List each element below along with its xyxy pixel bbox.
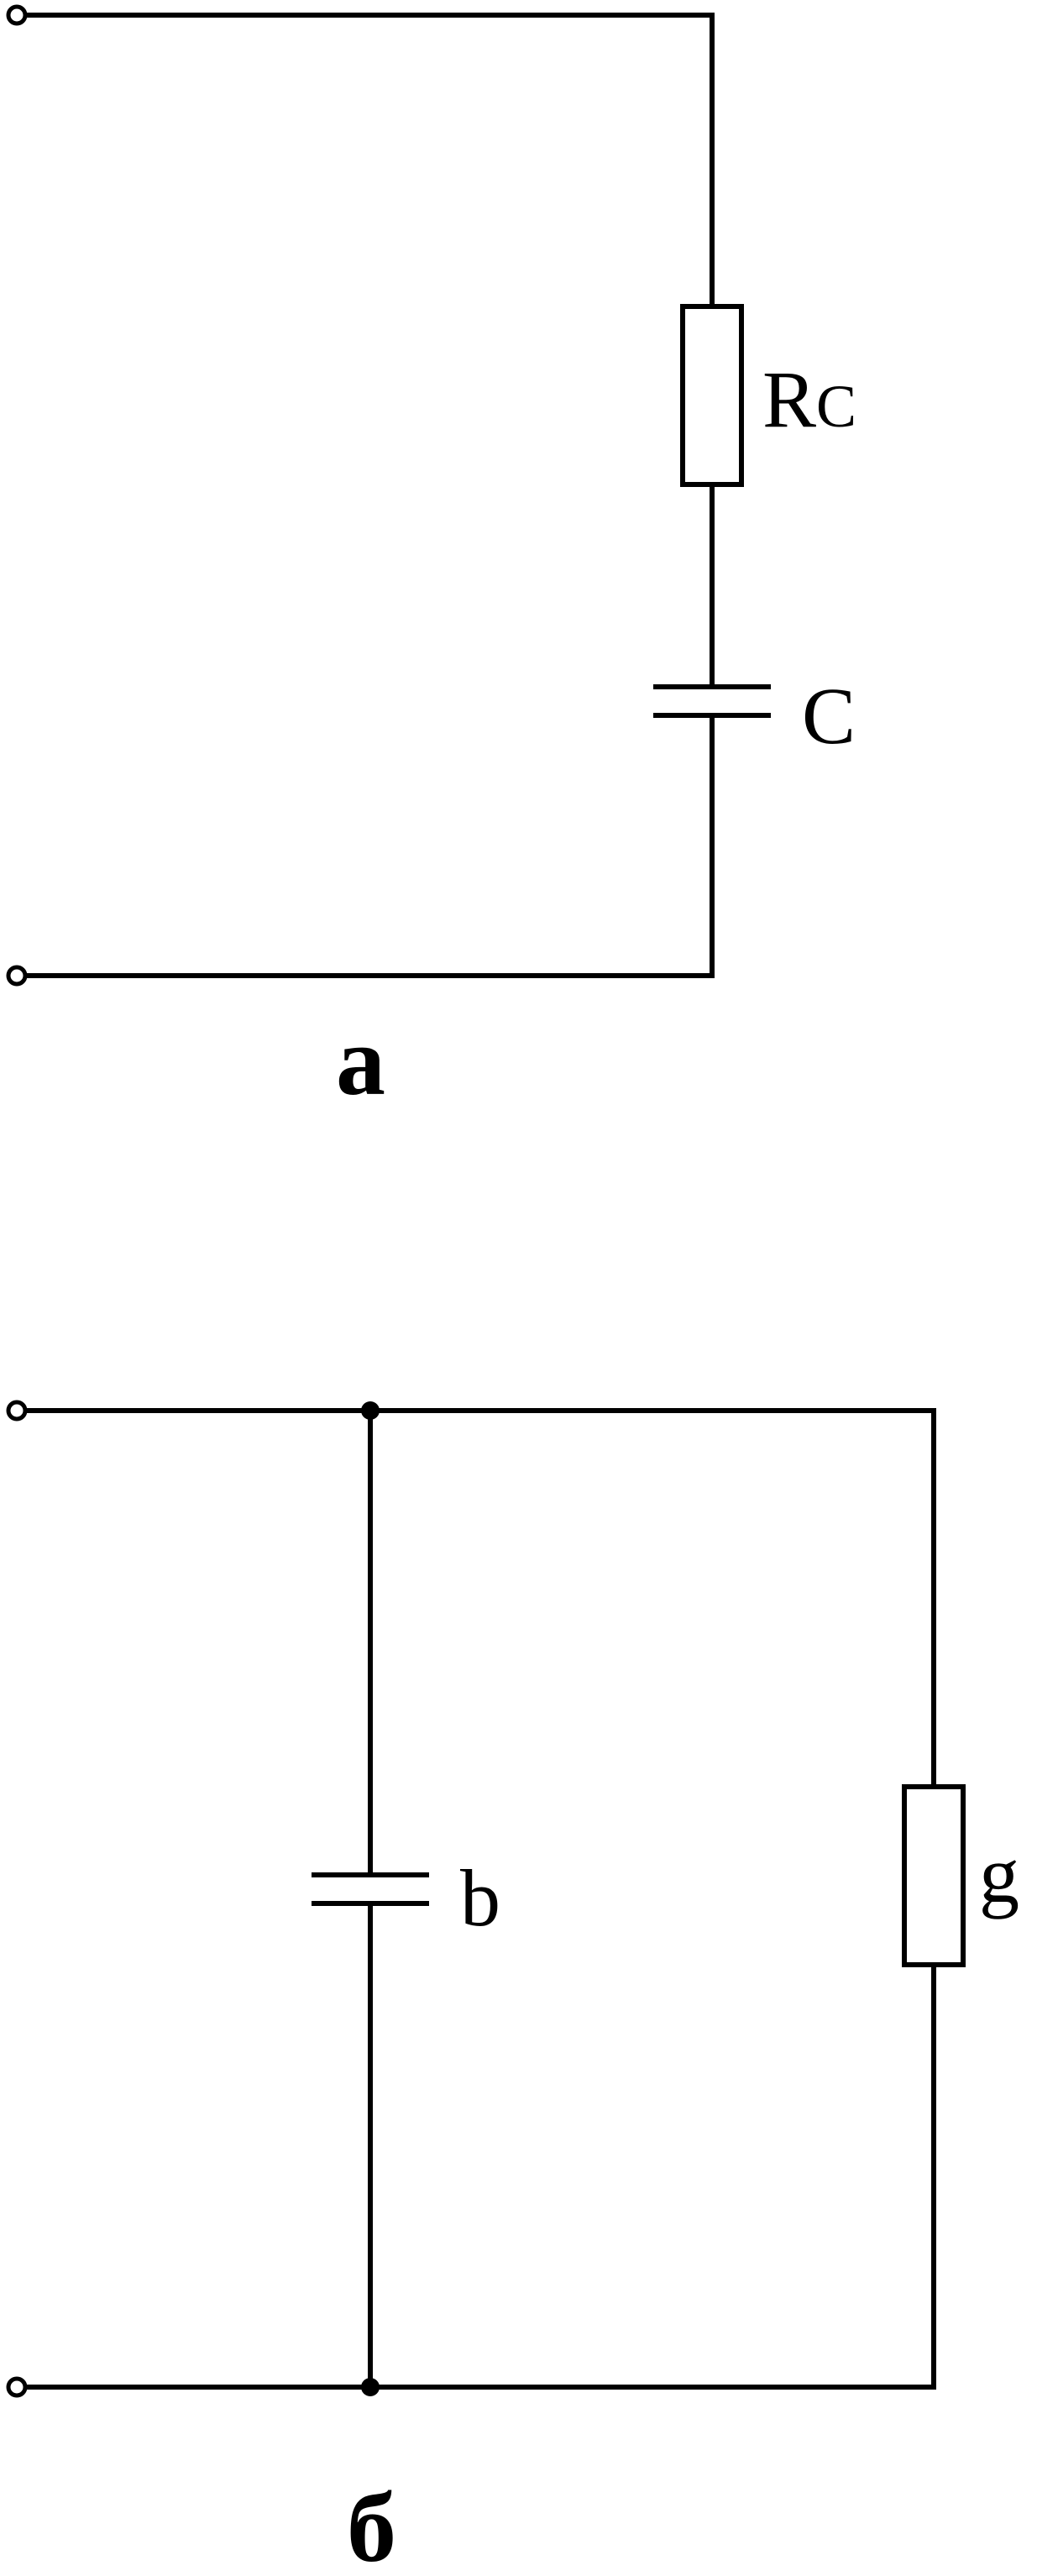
circuit-b-resistor-label: g xyxy=(979,1830,1019,1919)
circuit-a-caption: a xyxy=(336,1006,385,1116)
circuit-b-node-bottom xyxy=(361,2378,380,2396)
circuit-b-node-top xyxy=(361,1401,380,1420)
circuit-b-terminal-top xyxy=(6,1400,28,1422)
circuit-a: RC C a xyxy=(6,4,856,1116)
circuit-b-top-rail xyxy=(21,1408,936,1789)
circuit-a-capacitor-label: C xyxy=(802,671,856,761)
circuit-a-top-wire xyxy=(21,13,715,309)
circuit-b-bottom-rail xyxy=(21,1962,936,2390)
circuit-a-resistor xyxy=(680,304,744,487)
circuit-a-bottom-wire xyxy=(21,713,715,978)
circuit-a-terminal-bottom xyxy=(6,965,28,987)
circuit-b-capacitor-label: b xyxy=(460,1853,500,1943)
circuit-a-terminal-top xyxy=(6,4,28,26)
circuit-b: b g б xyxy=(6,1400,1019,2576)
circuit-a-resistor-label: RC xyxy=(762,354,856,444)
circuit-b-terminal-bottom xyxy=(6,2376,28,2398)
circuit-b-resistor xyxy=(902,1784,966,1967)
circuit-b-caption: б xyxy=(347,2473,396,2576)
